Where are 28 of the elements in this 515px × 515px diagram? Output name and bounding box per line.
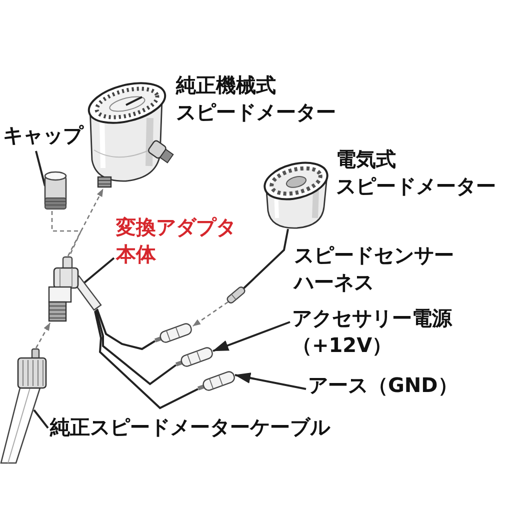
callout-label: 純正スピードメーターケーブル: [50, 414, 330, 441]
connector-plug-drawing: [153, 322, 193, 346]
arrow: [234, 372, 306, 390]
dashed-line: [51, 211, 82, 258]
leader-line: [33, 409, 49, 429]
arrow: [212, 321, 290, 352]
connector-plug-drawing: [174, 346, 214, 370]
callout-label: アクセサリー電源（+12V）: [292, 305, 452, 359]
connector-drawing: [226, 286, 246, 304]
wire: [95, 310, 177, 386]
part-label: 電気式スピードメーター: [336, 146, 496, 200]
wire: [242, 228, 289, 290]
part-label: スピードセンサーハーネス: [294, 242, 454, 296]
callout-label: 変換アダプタ本体: [116, 214, 236, 268]
wire: [96, 308, 156, 350]
connector-plug-drawing: [196, 370, 236, 394]
dashed-arrow: [35, 322, 51, 348]
part-label: 純正機械式スピードメーター: [176, 72, 336, 126]
adapter-fitting-drawing: [47, 255, 103, 323]
callout-label: キャップ: [3, 122, 83, 149]
dashed-arrow: [67, 188, 104, 256]
wire: [94, 310, 198, 410]
cable-drawing: [0, 348, 47, 464]
cap-drawing: [43, 171, 68, 211]
dashed-arrow: [192, 301, 228, 327]
callout-label: アース（GND）: [308, 372, 458, 399]
leader-line: [35, 150, 46, 186]
leader-line: [83, 257, 115, 284]
